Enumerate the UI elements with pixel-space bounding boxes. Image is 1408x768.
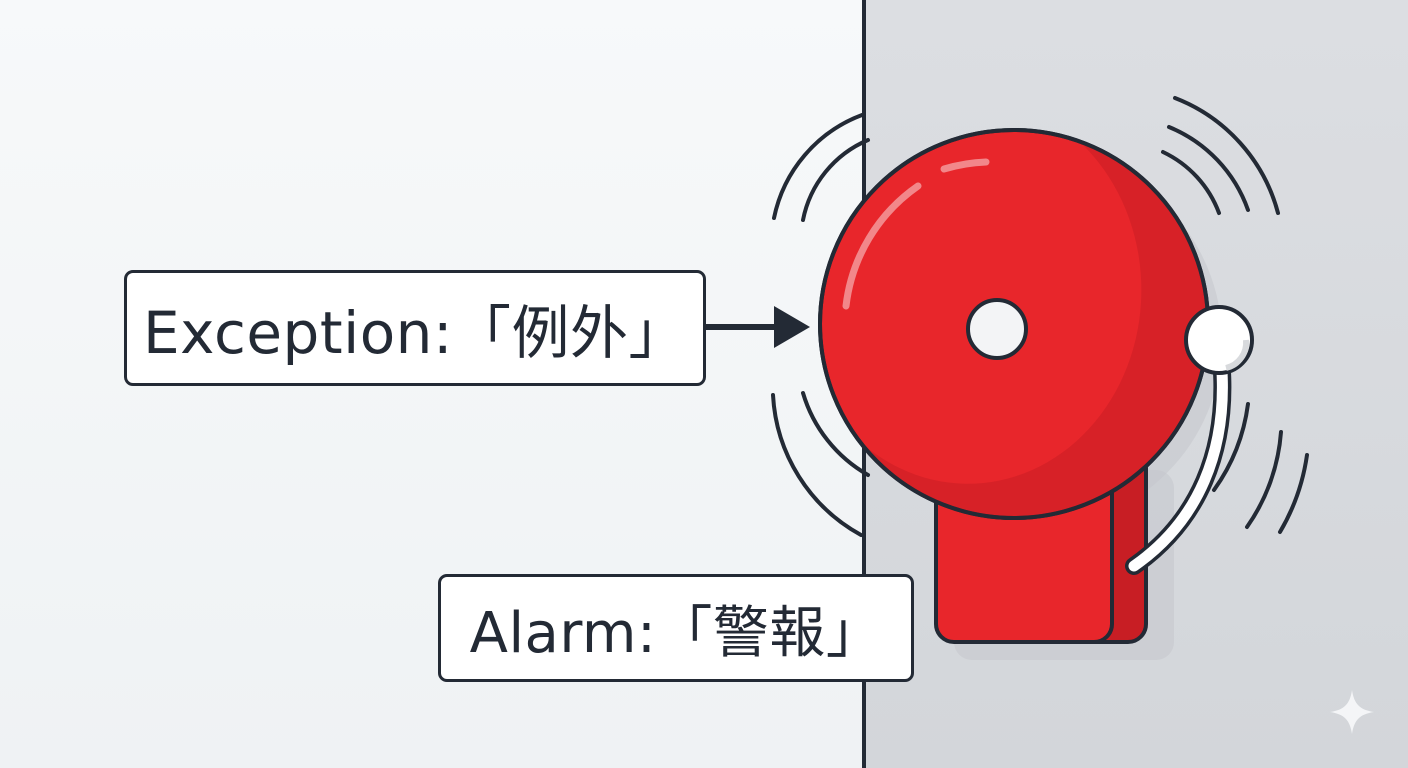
sparkle-icon (1330, 690, 1374, 734)
exception-label: Exception:「例外」 (124, 270, 706, 386)
alarm-label: Alarm:「警報」 (438, 574, 914, 682)
sound-waves-left-icon (771, 113, 870, 537)
arrow-right-icon (706, 306, 810, 348)
exception-label-text: Exception:「例外」 (143, 299, 687, 367)
sound-waves-right-icon (1161, 96, 1309, 534)
alarm-bell-icon (818, 128, 1254, 660)
alarm-label-text: Alarm:「警報」 (469, 600, 883, 666)
